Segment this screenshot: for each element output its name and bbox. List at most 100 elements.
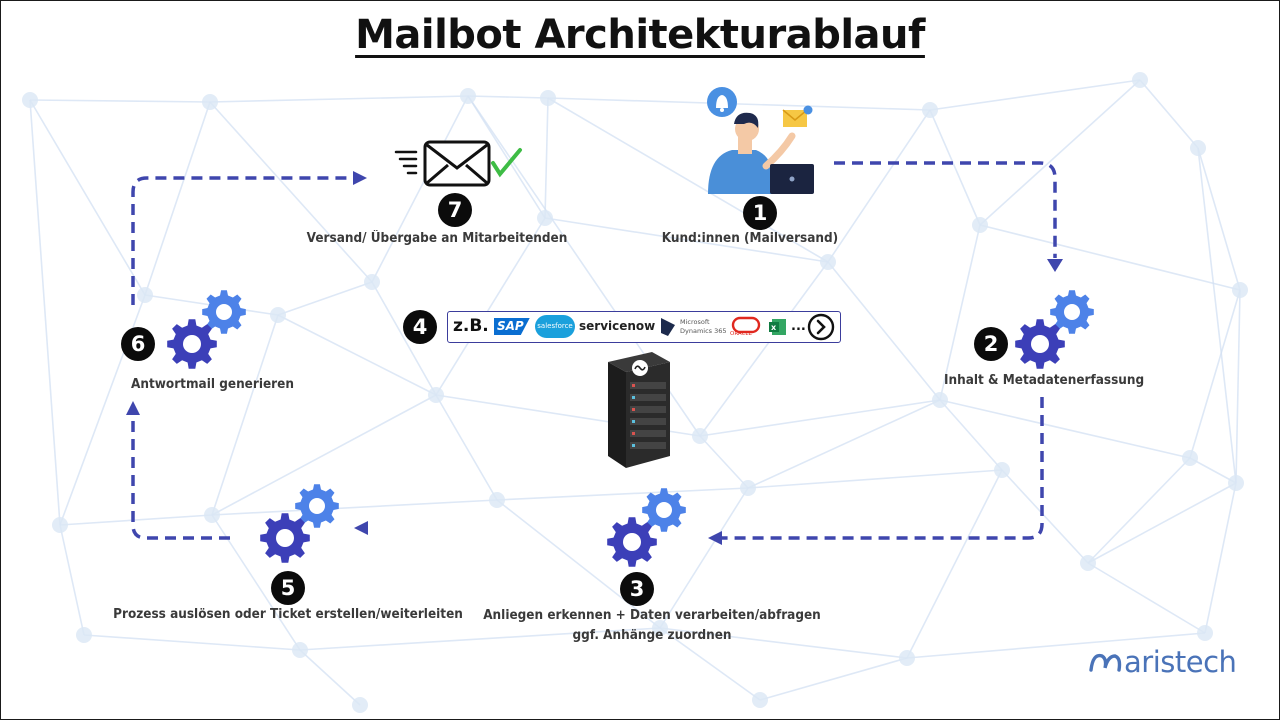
network-node xyxy=(1197,625,1213,641)
network-node xyxy=(752,692,768,708)
network-edge xyxy=(699,261,829,437)
network-edge xyxy=(371,95,469,283)
salesforce-logo: salesforce xyxy=(535,315,575,338)
arrow-5-to-6 xyxy=(131,414,230,540)
step-7-label: Versand/ Übergabe an Mitarbeitenden xyxy=(306,231,568,246)
network-edge xyxy=(1139,79,1199,149)
network-edge xyxy=(496,487,749,501)
network-node xyxy=(899,650,915,666)
network-node xyxy=(932,392,948,408)
oracle-logo-icon xyxy=(731,316,761,334)
step-1-badge: 1 xyxy=(743,196,777,230)
network-node xyxy=(994,462,1010,478)
network-node xyxy=(52,517,68,533)
network-edge xyxy=(277,281,373,316)
example-prefix: z.B. xyxy=(453,316,489,336)
network-edge xyxy=(939,224,981,401)
network-edge xyxy=(939,399,1191,459)
step-3-badge: 3 xyxy=(620,572,654,606)
network-edge xyxy=(29,99,211,103)
brand-name: aristech xyxy=(1124,645,1237,679)
step-2-label: Inhalt & Metadatenerfassung xyxy=(944,373,1145,388)
server-rack-icon xyxy=(608,352,670,468)
network-edge xyxy=(211,314,279,516)
bell-icon xyxy=(707,87,737,117)
network-edge xyxy=(467,95,546,219)
page-title: Mailbot Architekturablauf xyxy=(355,12,925,58)
network-edge xyxy=(747,469,1003,489)
step-4-badge: 4 xyxy=(403,310,437,344)
customer-laptop-icon xyxy=(707,87,814,194)
network-edge xyxy=(467,95,549,99)
cloud-logo-icon xyxy=(632,360,648,376)
arrow-6-to-7 xyxy=(131,176,352,305)
network-edge xyxy=(496,499,661,629)
network-node xyxy=(292,642,308,658)
network-node xyxy=(460,88,476,104)
network-node xyxy=(922,102,938,118)
network-node xyxy=(1190,140,1206,156)
network-edge xyxy=(211,499,498,516)
network-node xyxy=(740,480,756,496)
network-node xyxy=(692,428,708,444)
network-node xyxy=(202,94,218,110)
mail-sent-icon xyxy=(394,140,522,187)
microsoft-text: Microsoft xyxy=(680,318,710,326)
network-edge xyxy=(371,281,437,396)
network-node xyxy=(1132,72,1148,88)
svg-text:x: x xyxy=(771,323,777,332)
network-node xyxy=(204,507,220,523)
network-edge xyxy=(1087,482,1237,564)
network-edge xyxy=(699,435,749,489)
step-3-label-line1: Anliegen erkennen + Daten verarbeiten/ab… xyxy=(483,608,821,623)
step-5-label: Prozess auslösen oder Ticket erstellen/w… xyxy=(113,607,463,622)
network-edge xyxy=(435,394,498,501)
network-edge xyxy=(827,109,931,263)
network-edge xyxy=(1087,562,1206,634)
network-edge xyxy=(906,469,1003,659)
network-edge xyxy=(544,217,829,263)
network-edge xyxy=(929,79,1141,111)
checkmark-icon xyxy=(491,148,522,178)
network-edge xyxy=(906,632,1206,659)
network-node xyxy=(1080,555,1096,571)
network-edge xyxy=(211,394,437,516)
network-edge xyxy=(209,95,469,103)
step-6-label: Antwortmail generieren xyxy=(131,377,294,392)
step-3-label-line2: ggf. Anhänge zuordnen xyxy=(572,628,732,643)
network-edge xyxy=(979,79,1141,226)
excel-logo-icon: x xyxy=(769,319,786,335)
network-edge xyxy=(29,99,146,296)
gear-icon xyxy=(260,484,339,563)
network-node xyxy=(22,92,38,108)
network-edge xyxy=(929,109,981,226)
arrow-right-circle-icon xyxy=(807,313,835,341)
step-2-badge: 2 xyxy=(974,327,1008,361)
network-edge xyxy=(939,399,1003,471)
network-edge xyxy=(29,99,61,526)
arrow-1-to-2 xyxy=(834,161,1057,258)
network-node xyxy=(1182,450,1198,466)
network-edge xyxy=(299,627,661,651)
network-node xyxy=(972,217,988,233)
network-edge xyxy=(759,657,908,701)
network-edge xyxy=(1189,457,1237,484)
network-node xyxy=(1232,282,1248,298)
network-edge xyxy=(979,224,1241,291)
network-edge xyxy=(144,101,211,296)
network-node xyxy=(352,697,368,713)
network-edge xyxy=(699,399,941,437)
network-edge xyxy=(1197,147,1237,484)
network-edge xyxy=(1189,289,1241,459)
dynamics-text: Dynamics 365 xyxy=(680,327,727,335)
network-edge xyxy=(659,627,761,701)
step-7-badge: 7 xyxy=(438,193,472,227)
more-ellipsis: ... xyxy=(791,319,806,334)
network-node xyxy=(1228,475,1244,491)
step-1-label: Kund:innen (Mailversand) xyxy=(661,231,839,246)
network-edge xyxy=(547,97,931,111)
network-edge xyxy=(827,261,941,401)
sap-logo: SAP xyxy=(494,318,530,335)
